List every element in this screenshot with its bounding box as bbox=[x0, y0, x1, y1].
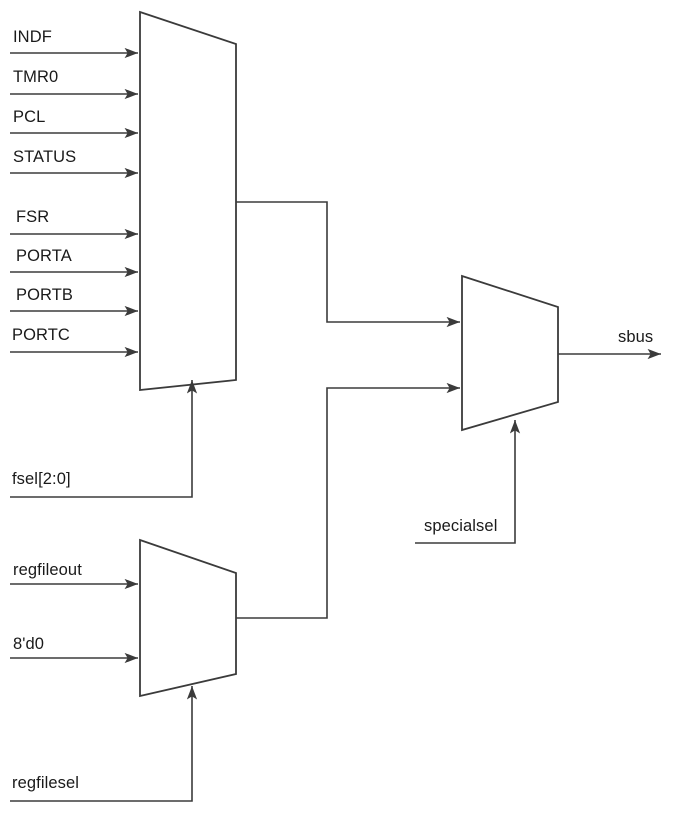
input-label-portc: PORTC bbox=[12, 326, 70, 344]
input-label-8d0: 8'd0 bbox=[13, 635, 45, 653]
input-label-regfileout: regfileout bbox=[13, 561, 82, 579]
input-label-tmr0: TMR0 bbox=[13, 68, 59, 86]
regfile-mux-shape bbox=[139, 538, 237, 698]
sbus-output-mux-shape bbox=[461, 274, 559, 432]
input-label-porta: PORTA bbox=[16, 247, 72, 265]
select-wire-specialsel bbox=[415, 419, 521, 544]
select-label-regfilesel: regfilesel bbox=[12, 774, 80, 792]
select-wire-fsel bbox=[10, 379, 198, 498]
select-label-fsel: fsel[2:0] bbox=[12, 470, 71, 488]
input-label-indf: INDF bbox=[13, 28, 52, 46]
select-label-specialsel: specialsel bbox=[424, 517, 498, 535]
input-label-fsr: FSR bbox=[16, 208, 50, 226]
wire-regfilemux-to-outputmux bbox=[236, 382, 461, 619]
select-wire-regfilesel bbox=[10, 685, 198, 802]
input-label-pcl: PCL bbox=[13, 108, 46, 126]
output-label-sbus: sbus bbox=[618, 328, 654, 346]
input-label-status: STATUS bbox=[13, 148, 77, 166]
wire-specialmux-to-outputmux bbox=[236, 201, 461, 328]
special-register-mux-shape bbox=[139, 10, 237, 391]
input-label-portb: PORTB bbox=[16, 286, 74, 304]
